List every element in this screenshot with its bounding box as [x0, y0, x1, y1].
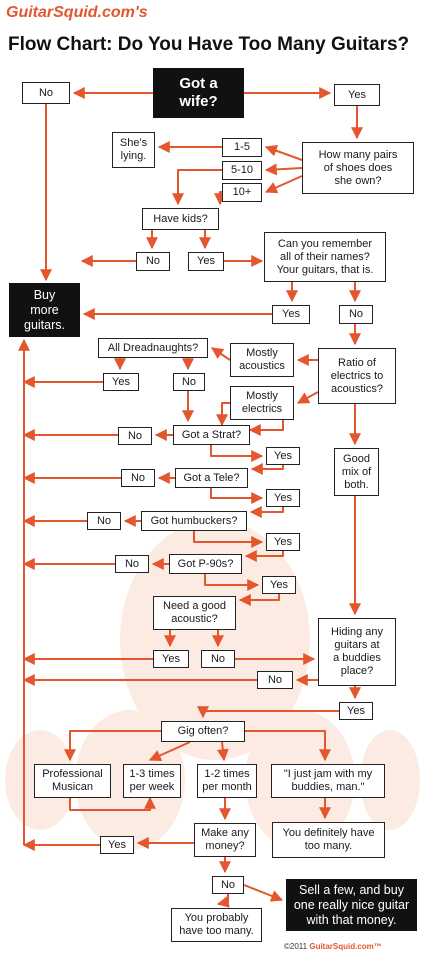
p90s-yes-label: Yes: [262, 576, 296, 594]
got-strat-node: Got a Strat?: [173, 425, 250, 445]
shoes-5-10-label: 5-10: [222, 161, 262, 180]
got-humbuckers-node: Got humbuckers?: [141, 511, 247, 531]
connector-arrow: [64, 730, 161, 762]
connector-arrow: [197, 706, 339, 719]
strat-yes-label: Yes: [266, 447, 300, 465]
ratio-question-node: Ratio of electrics to acoustics?: [318, 348, 396, 404]
kids-yes-label: Yes: [188, 252, 224, 271]
connector-arrow: [264, 145, 303, 161]
dreads-no-label: No: [173, 373, 205, 391]
dreads-yes-label: Yes: [103, 373, 139, 391]
connector-arrow: [193, 531, 264, 548]
humbuckers-yes-label: Yes: [266, 533, 300, 551]
connector-arrow: [148, 741, 191, 762]
copyright-text: ©2011: [284, 942, 308, 951]
got-tele-node: Got a Tele?: [175, 468, 248, 488]
page-title: Flow Chart: Do You Have Too Many Guitars…: [8, 34, 410, 55]
connector-arrow: [243, 884, 284, 902]
connector-arrow: [214, 191, 226, 206]
wife-no-label: No: [22, 82, 70, 104]
connector-arrow: [264, 175, 303, 194]
sell-a-few-node: Sell a few, and buy one really nice guit…: [286, 879, 417, 931]
money-no-label: No: [212, 876, 244, 894]
connector-arrow: [245, 730, 331, 762]
definitely-too-many-node: You definitely have too many.: [272, 822, 385, 858]
make-money-node: Make any money?: [194, 823, 256, 857]
kids-no-label: No: [136, 252, 170, 271]
names-no-label: No: [339, 305, 373, 324]
footer-credit: ©2011 GuitarSquid.com™: [284, 942, 382, 951]
connector-arrow: [211, 347, 231, 361]
got-p90s-node: Got P-90s?: [169, 554, 242, 574]
connector-arrow: [249, 506, 284, 518]
shoes-10-plus-label: 10+: [222, 183, 262, 202]
need-acoustic-node: Need a good acoustic?: [153, 596, 236, 630]
brand-text: GuitarSquid.com's: [6, 4, 148, 21]
connector-arrow: [248, 420, 284, 436]
mostly-acoustics-node: Mostly acoustics: [230, 343, 294, 377]
connector-arrow: [204, 574, 260, 591]
remember-names-node: Can you remember all of their names? You…: [264, 232, 386, 282]
connector-arrow: [238, 594, 280, 606]
connector-arrow: [69, 796, 156, 811]
gig-often-node: Gig often?: [161, 721, 245, 742]
p90s-no-label: No: [115, 555, 149, 573]
footer-brand: GuitarSquid.com™: [309, 942, 382, 951]
connector-arrow: [216, 741, 229, 762]
tele-no-label: No: [121, 469, 155, 487]
professional-musican-node: Professional Musican: [34, 764, 111, 798]
connector-arrow: [210, 445, 264, 462]
hiding-yes-label: Yes: [339, 702, 373, 720]
got-wife-node: Got a wife?: [153, 68, 244, 118]
tele-yes-label: Yes: [266, 489, 300, 507]
humbuckers-no-label: No: [87, 512, 121, 530]
all-dreadnaughts-node: All Dreadnaughts?: [98, 338, 208, 358]
good-mix-node: Good mix of both.: [334, 448, 379, 496]
connector-arrow: [296, 391, 319, 404]
flow-edges: [18, 87, 363, 908]
money-yes-label: Yes: [100, 836, 134, 854]
probably-too-many-node: You probably have too many.: [171, 908, 262, 942]
connector-arrow: [216, 402, 230, 427]
shoes-question-node: How many pairs of shoes does she own?: [302, 142, 414, 194]
have-kids-node: Have kids?: [142, 208, 219, 230]
connector-arrow: [264, 163, 303, 176]
times-per-week-node: 1-3 times per week: [123, 764, 181, 798]
connector-arrow: [250, 463, 284, 475]
wife-yes-label: Yes: [334, 84, 380, 106]
strat-no-label: No: [118, 427, 152, 445]
shes-lying-node: She's lying.: [112, 132, 155, 168]
connector-arrow: [172, 169, 222, 206]
times-per-month-node: 1-2 times per month: [197, 764, 257, 798]
hiding-no-label: No: [257, 671, 293, 689]
shoes-1-5-label: 1-5: [222, 138, 262, 157]
hiding-guitars-node: Hiding any guitars at a buddies place?: [318, 618, 396, 686]
connector-arrow: [210, 488, 264, 504]
acoustic-no-label: No: [201, 650, 235, 668]
acoustic-yes-label: Yes: [153, 650, 189, 668]
names-yes-label: Yes: [272, 305, 310, 324]
buy-more-guitars-node: Buy more guitars.: [9, 283, 80, 337]
jam-buddies-node: "I just jam with my buddies, man.": [271, 764, 385, 798]
connector-arrow: [216, 894, 230, 908]
connector-arrow: [244, 550, 284, 562]
brand-logo: GuitarSquid.com's: [6, 4, 148, 22]
mostly-electrics-node: Mostly electrics: [230, 386, 294, 420]
